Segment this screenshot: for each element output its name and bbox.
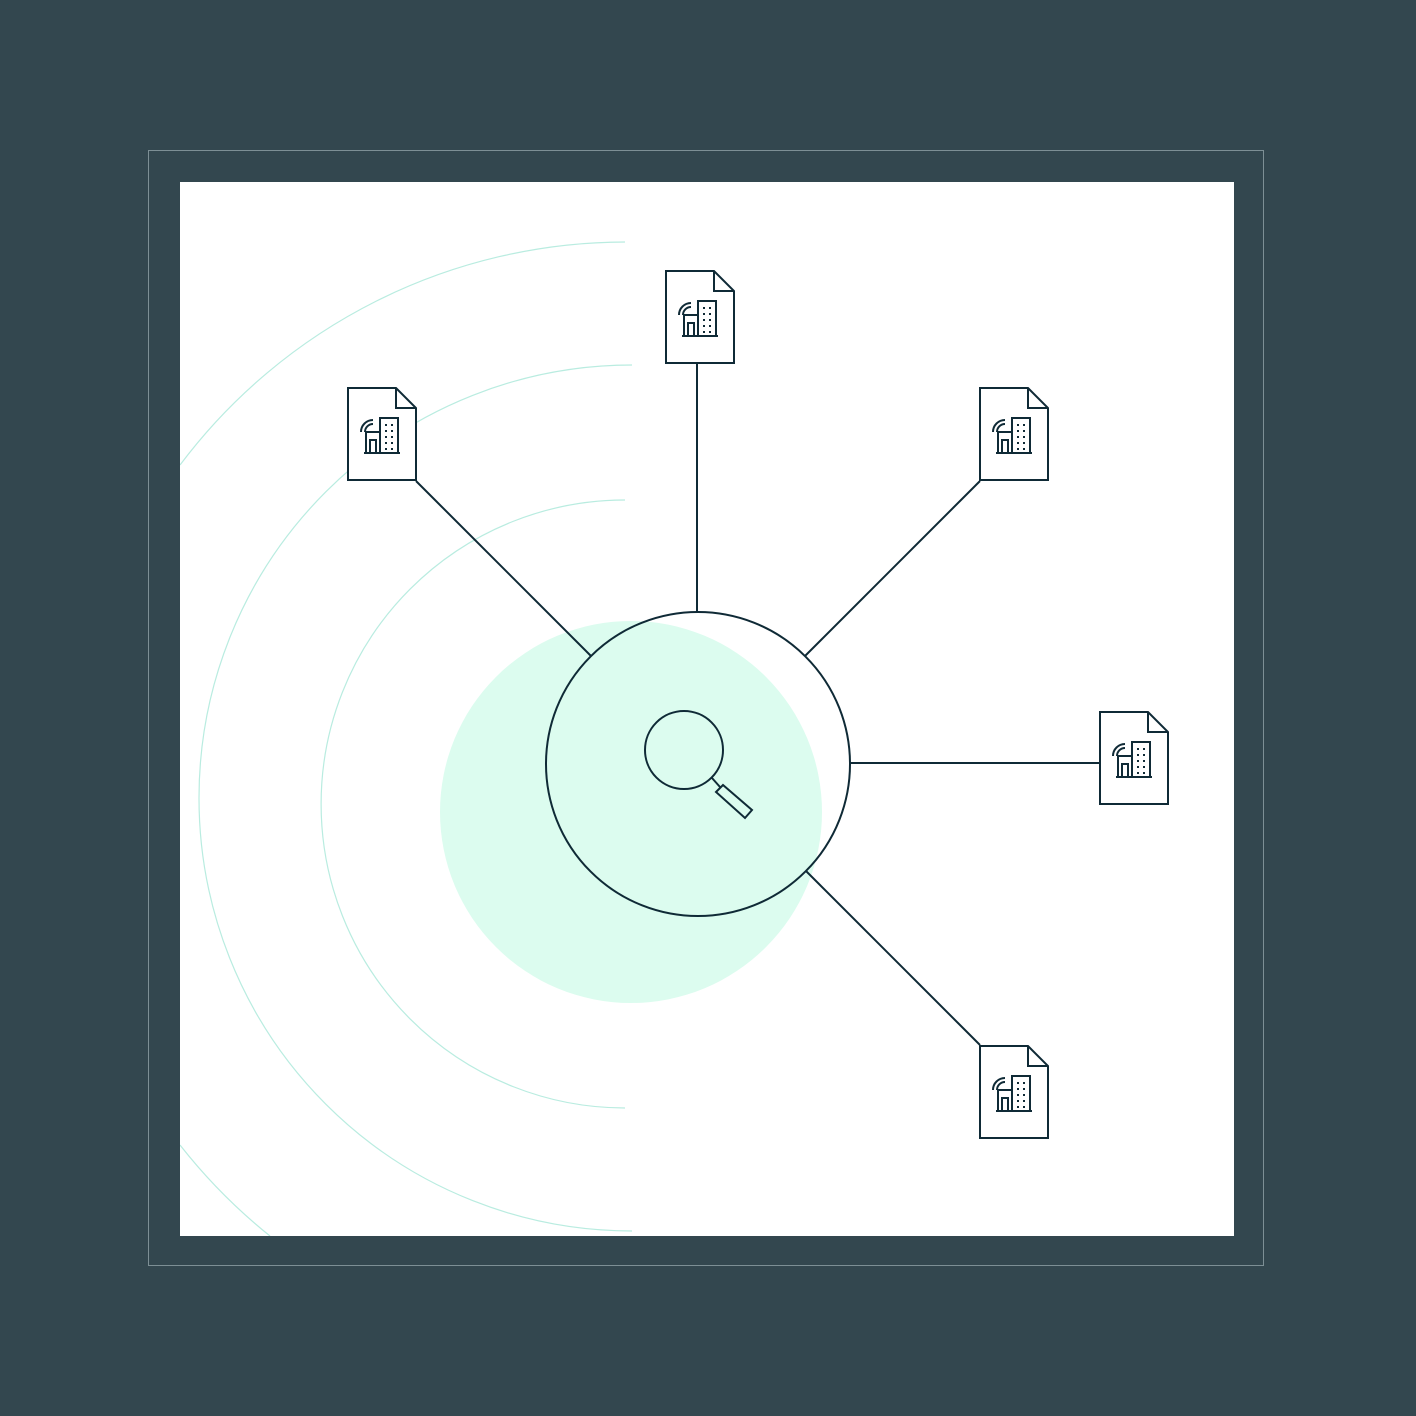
hub bbox=[545, 611, 851, 917]
connector-upper-right bbox=[804, 480, 981, 657]
connector-upper-left bbox=[415, 480, 592, 657]
node-lower-right bbox=[979, 1045, 1049, 1139]
building-document-icon bbox=[979, 387, 1049, 481]
building-document-icon bbox=[979, 1045, 1049, 1139]
node-top bbox=[665, 270, 735, 364]
ripple-arc-middle bbox=[198, 364, 633, 1232]
ripple-arc-outer bbox=[180, 241, 626, 466]
hub-glow bbox=[440, 621, 822, 1003]
outer-frame bbox=[148, 150, 1264, 1266]
connectors bbox=[415, 363, 1100, 1046]
node-upper-right bbox=[979, 387, 1049, 481]
diagram-canvas bbox=[180, 182, 1234, 1236]
ripple-arcs bbox=[180, 241, 633, 1236]
connector-lower-right bbox=[805, 870, 981, 1046]
hub-diagram bbox=[180, 241, 1169, 1236]
ripple-arc-outer-lower bbox=[180, 1144, 271, 1236]
hub-circle bbox=[545, 611, 851, 917]
building-document-icon bbox=[665, 270, 735, 364]
building-document-icon bbox=[347, 387, 417, 481]
ripple-arc-inner bbox=[320, 499, 626, 1109]
node-right bbox=[1099, 711, 1169, 805]
search-icon bbox=[644, 710, 754, 820]
building-document-icon bbox=[1099, 711, 1169, 805]
node-upper-left bbox=[347, 387, 417, 481]
